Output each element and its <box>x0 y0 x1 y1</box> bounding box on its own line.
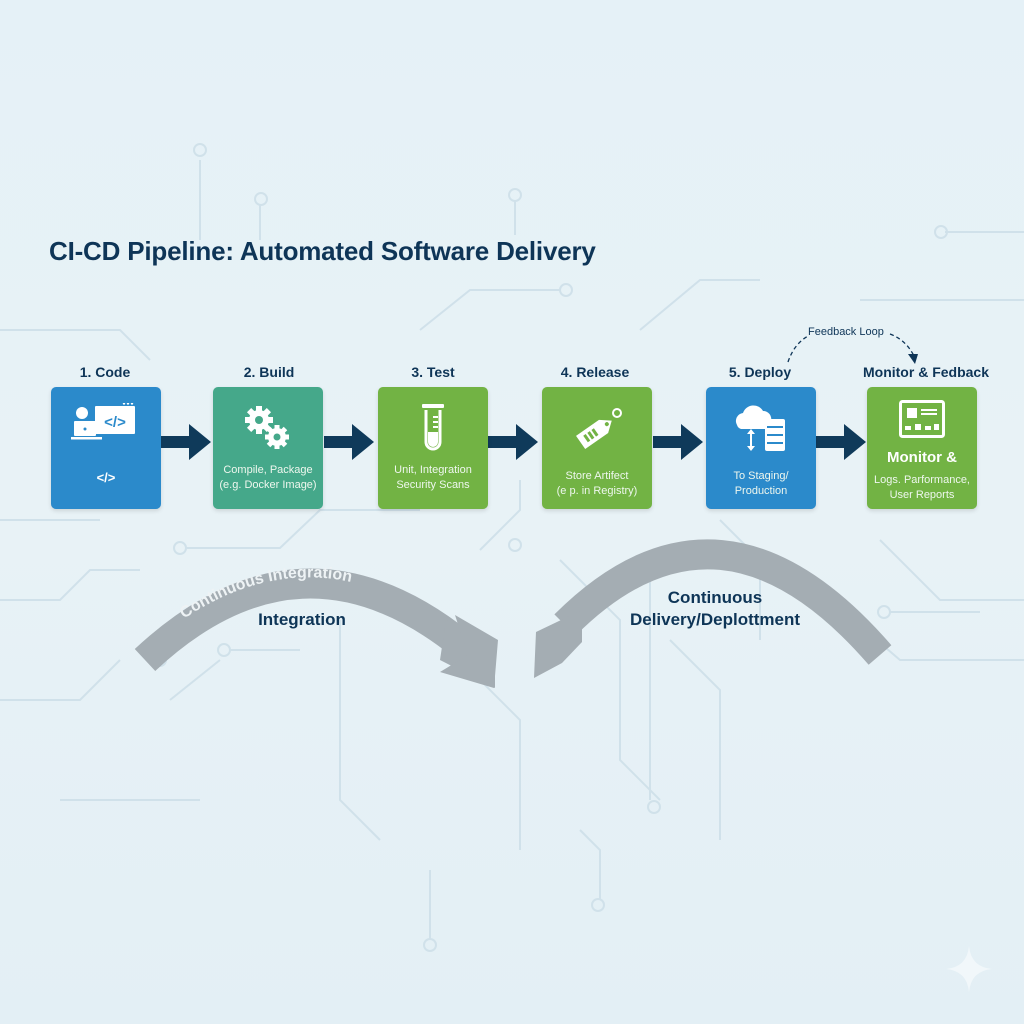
cd-arc-label-line: Continuous <box>667 588 763 607</box>
code-brackets-icon: </> <box>51 469 161 490</box>
stage-box-test[interactable]: Unit, Integration Security Scans <box>378 387 488 509</box>
cloud-server-icon <box>706 397 816 459</box>
stage-label-test: 3. Test <box>411 364 455 380</box>
monitor-heading: Monitor & <box>887 449 957 466</box>
stage-box-monitor[interactable]: Monitor & Logs. Parformance, User Report… <box>867 387 977 509</box>
release-description: Store Artifect (e p. in Registry) <box>546 469 648 499</box>
feedback-loop-arrow <box>787 333 918 364</box>
ci-arc-label: Integration <box>258 610 346 629</box>
build-description: Compile, Package (e.g. Docker Image) <box>217 463 319 493</box>
test-tube-icon <box>378 397 488 459</box>
deploy-description: To Staging/ Production <box>710 469 812 499</box>
release-description-line: Store Artifect <box>565 470 629 482</box>
stage-box-build[interactable]: Compile, Package (e.g. Docker Image) <box>213 387 323 509</box>
monitor-description-line: Logs. Parformance, <box>874 474 970 486</box>
stage-box-release[interactable]: Store Artifect (e p. in Registry) <box>542 387 652 509</box>
cd-arc-arrow <box>534 539 892 678</box>
flow-arrow-5 <box>816 424 866 460</box>
stage-label-monitor: Monitor & Fedback <box>862 364 989 380</box>
build-description-line: (e.g. Docker Image) <box>219 479 317 491</box>
flow-arrow-2 <box>324 424 374 460</box>
feedback-loop-label: Feedback Loop <box>808 326 884 338</box>
flow-arrow-3 <box>488 424 538 460</box>
stage-label-deploy: 5. Deploy <box>728 364 792 380</box>
deploy-description-line: Production <box>734 485 788 497</box>
test-description-line: Unit, Integration <box>394 464 472 476</box>
stage-label-release: 4. Release <box>560 364 630 380</box>
cd-arc-label: Continuous Delivery/Deplottment <box>600 587 830 631</box>
stage-label-build: 2. Build <box>243 364 295 380</box>
gears-icon <box>213 397 323 459</box>
test-description: Unit, Integration Security Scans <box>382 463 484 493</box>
cd-arc-label-line: Delivery/Deplottment <box>629 610 801 629</box>
ci-arc-arrow <box>134 568 498 688</box>
page-title: CI-CD Pipeline: Automated Software Deliv… <box>49 236 596 266</box>
build-description-line: Compile, Package <box>223 464 313 476</box>
stage-box-deploy[interactable]: To Staging/ Production <box>706 387 816 509</box>
stage-box-code[interactable]: </> </> <box>51 387 161 509</box>
svg-text:</>: </> <box>104 414 126 431</box>
developer-code-icon: </> <box>51 397 161 459</box>
test-description-line: Security Scans <box>396 479 470 491</box>
monitor-description-line: User Reports <box>889 489 955 501</box>
flow-arrow-4 <box>653 424 703 460</box>
svg-text:</>: </> <box>97 470 116 485</box>
sparkle-icon <box>946 946 992 992</box>
monitor-description: Logs. Parformance, User Reports <box>871 473 973 503</box>
flow-arrow-1 <box>161 424 211 460</box>
dashboard-icon <box>867 395 977 445</box>
stage-label-code: 1. Code <box>79 364 131 380</box>
release-description-line: (e p. in Registry) <box>556 485 638 497</box>
deploy-description-line: To Staging/ <box>733 470 789 482</box>
tag-icon <box>542 397 652 459</box>
